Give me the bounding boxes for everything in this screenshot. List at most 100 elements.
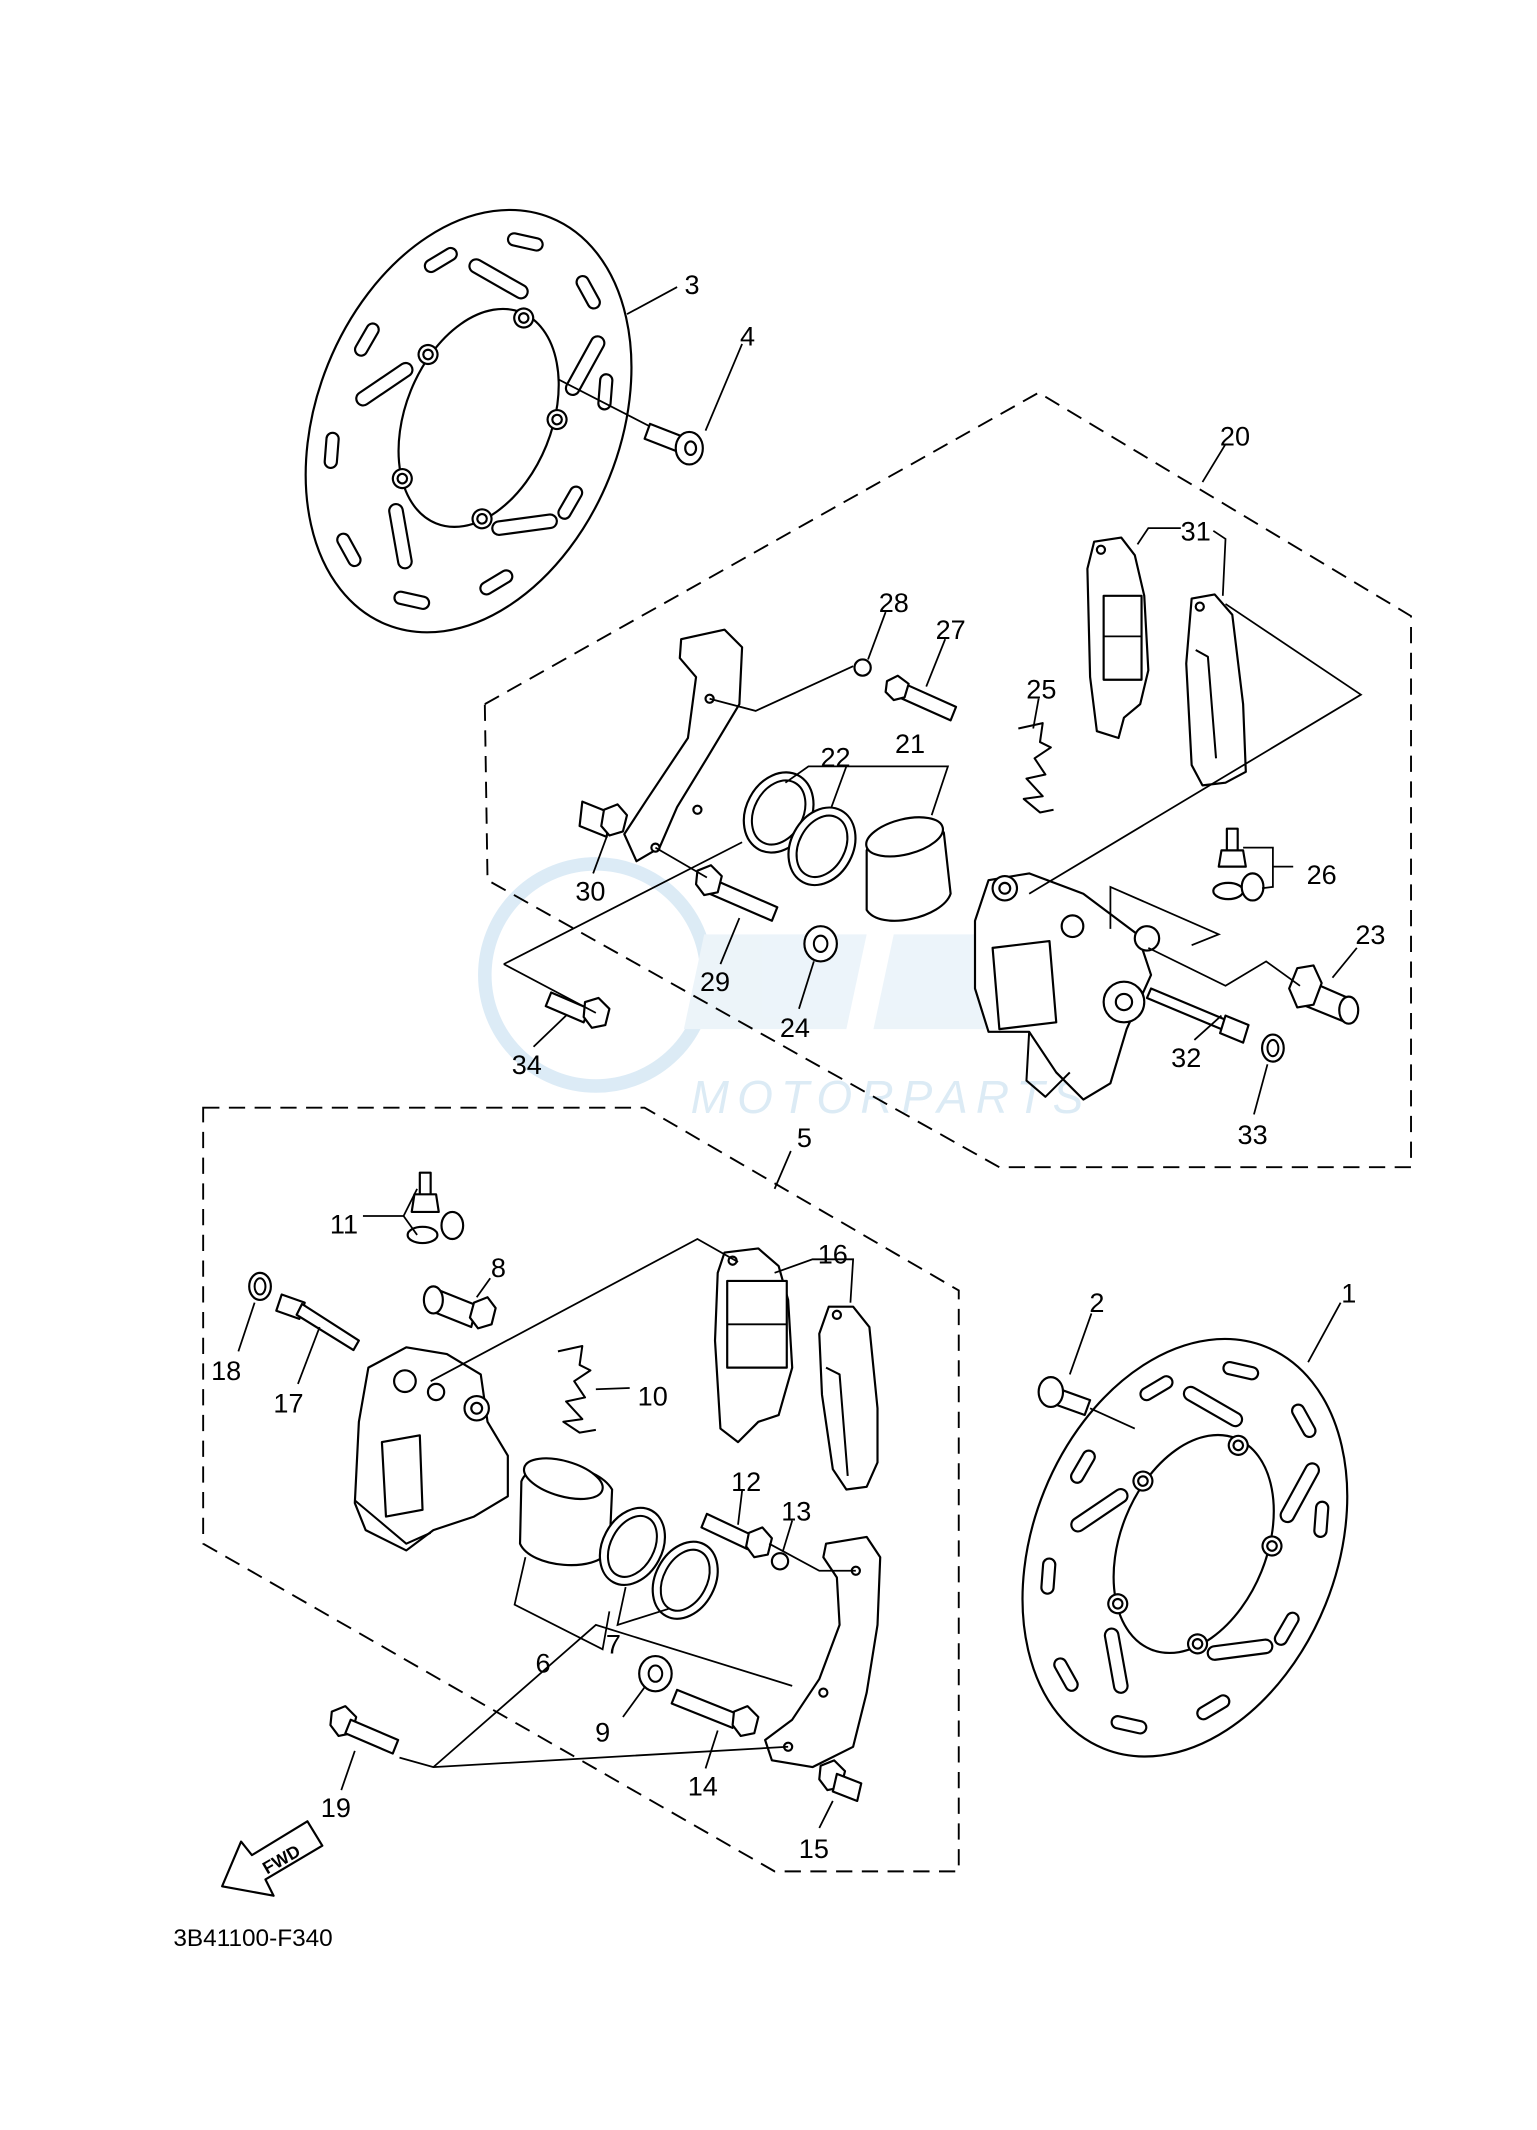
boot-inner: [812, 934, 829, 953]
bolt-head: [1037, 1376, 1065, 1408]
caliper-mount-hole-inner: [470, 1401, 484, 1415]
bolt-19: [329, 1705, 400, 1755]
caliper-body-bottom: [353, 1346, 509, 1552]
forward-direction-indicator: FWD: [221, 1820, 324, 1897]
disc-swept-slot: [355, 361, 414, 407]
disc-bolt-hole-inner: [551, 413, 563, 426]
disc-rim-slot: [597, 373, 614, 411]
bleeder-screw-26: [1212, 827, 1265, 902]
caliper-mount-hole-inner: [998, 881, 1012, 895]
bolt-head-recess: [684, 440, 698, 457]
bolt-shaft: [670, 1688, 740, 1729]
disc-bolt-hole-inner: [1111, 1597, 1124, 1610]
disc-bolt-2: [1037, 1376, 1136, 1430]
disc-rim-slot: [1273, 1611, 1300, 1646]
bolt-head: [731, 1705, 760, 1738]
bolt-12: [700, 1512, 773, 1559]
caliper-leg: [354, 1499, 432, 1545]
callout-17: 17: [273, 1387, 303, 1418]
caliper-assembly-5-boundary: [202, 1106, 960, 1873]
pad-b-edge: [1195, 649, 1218, 759]
leader-17: [297, 1326, 321, 1385]
bolt-head: [745, 1526, 773, 1559]
leader-21: [846, 765, 950, 816]
fwd-arrow-icon: [221, 1820, 324, 1897]
pin-17: [275, 1293, 360, 1352]
bolt-27: [884, 674, 958, 722]
leader-9: [622, 1686, 646, 1718]
leader-5: [773, 1150, 792, 1190]
leader-2: [1068, 1313, 1093, 1375]
leader-10: [595, 1387, 630, 1391]
leader-33: [1253, 1064, 1269, 1115]
seal-ring-inner: [659, 1548, 711, 1612]
disc-swept-slot: [1279, 1462, 1320, 1524]
boot-body: [638, 1654, 673, 1693]
seal-ring: [787, 806, 857, 887]
caliper-bracket-top: [623, 628, 744, 863]
brake-pads-16: [713, 1247, 879, 1491]
callout-27: 27: [936, 614, 966, 645]
callout-34: 34: [512, 1049, 542, 1080]
connector: [432, 1623, 793, 1768]
callout-18: 18: [211, 1355, 241, 1386]
disc-swept-slot: [1206, 1638, 1274, 1661]
caliper-body-top: [973, 872, 1161, 1101]
disc-bolt-hole-inner: [1191, 1638, 1204, 1650]
leader-25: [1032, 698, 1040, 729]
pad-b-hole: [831, 1309, 843, 1320]
watermark-text: MOTORPARTS: [691, 1071, 1092, 1123]
sleeve-end: [1338, 995, 1360, 1025]
leader-bolt2-to-disc: [1089, 1407, 1136, 1430]
piston-face: [865, 816, 945, 858]
caliper-window: [991, 940, 1058, 1031]
callout-6: 6: [536, 1647, 551, 1678]
leader-20: [1201, 443, 1227, 483]
pad-b: [1185, 593, 1247, 787]
spring-18: [248, 1271, 272, 1302]
leader-31: [1136, 527, 1181, 545]
leader-15: [818, 1800, 834, 1829]
spring-coil: [1260, 1033, 1285, 1063]
spring-coil: [248, 1271, 272, 1302]
sleeve-8: [422, 1285, 497, 1330]
callout-1: 1: [1341, 1278, 1356, 1309]
bleeder-cap: [1240, 872, 1265, 902]
pad-b-edge: [825, 1366, 849, 1477]
disc-rim-slot: [479, 569, 514, 596]
caliper-housing: [973, 872, 1153, 1101]
leader-1: [1307, 1302, 1342, 1363]
disc-bolt-hole-inner: [396, 472, 409, 485]
caliper-window: [380, 1434, 424, 1518]
connector-lines: [399, 603, 1363, 1768]
connector: [1028, 603, 1363, 895]
bolt-29: [694, 864, 779, 922]
bracket-body: [623, 628, 744, 863]
boot-body: [803, 925, 838, 963]
leader-13: [781, 1520, 794, 1553]
disc-rim-slot: [1053, 1657, 1079, 1692]
disc-bolt-hole-inner: [1137, 1475, 1149, 1487]
bolt-shaft: [700, 1512, 755, 1551]
disc-bolt-4: [557, 378, 704, 466]
callout-26: 26: [1307, 859, 1337, 890]
disc-swept-slot: [1103, 1627, 1129, 1694]
leader-31: [1212, 530, 1227, 596]
disc-rim-slot: [557, 485, 584, 520]
disc-bolt-hole-inner: [476, 512, 488, 525]
callout-31: 31: [1181, 515, 1211, 546]
spring-coil-inner: [1266, 1038, 1280, 1058]
caliper-piston-21: [865, 816, 952, 922]
disc-swept-slot: [1070, 1487, 1129, 1533]
spring-coil-inner: [253, 1277, 267, 1296]
pin-shaft: [295, 1302, 360, 1352]
callout-3: 3: [684, 269, 699, 300]
callout-10: 10: [638, 1381, 668, 1412]
bolt-shaft: [344, 1718, 400, 1755]
callout-7: 7: [606, 1628, 621, 1659]
callout-30: 30: [575, 875, 605, 906]
disc-rim-slot: [1291, 1403, 1317, 1439]
caliper-mount-hole: [426, 1382, 446, 1402]
leader-19: [340, 1750, 356, 1791]
piston-face: [522, 1457, 604, 1501]
